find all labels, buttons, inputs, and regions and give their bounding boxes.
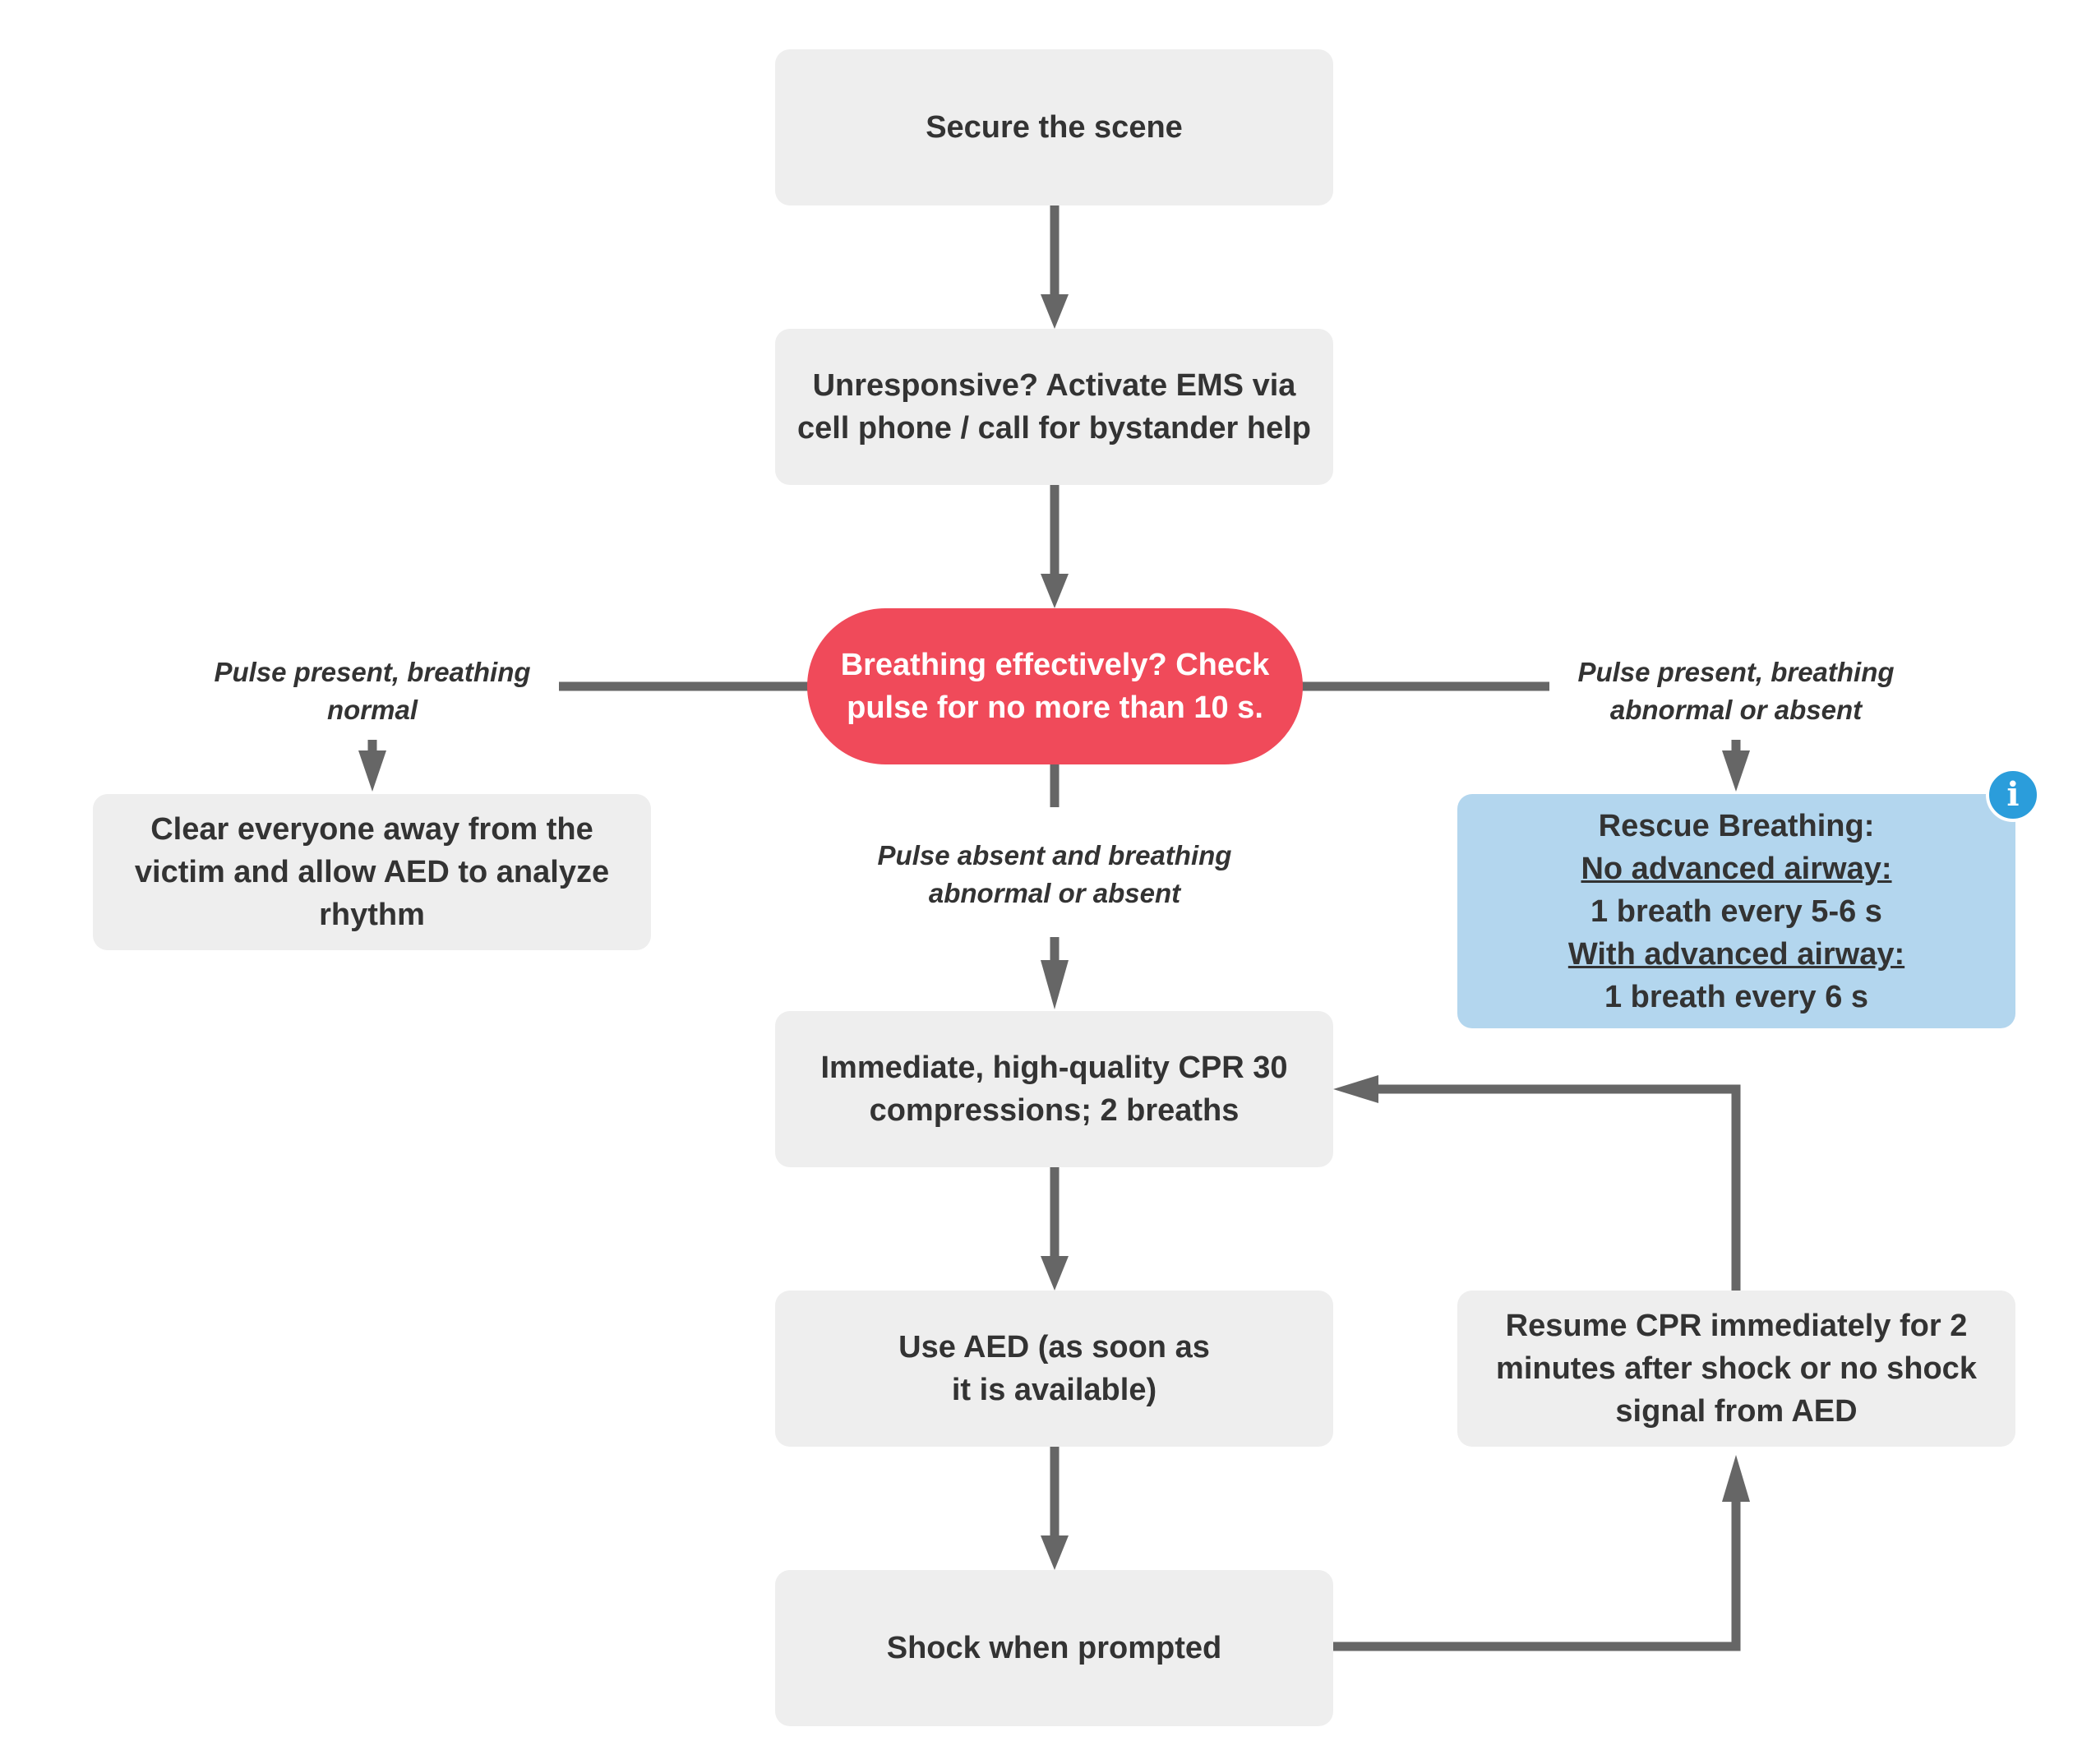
node-secure-scene-text: Secure the scene — [926, 110, 1183, 145]
node-resume-line-3: signal from AED — [1615, 1394, 1858, 1429]
node-unresponsive-line-2: cell phone / call for bystander help — [796, 411, 1312, 446]
node-cpr-line-2: compressions; 2 breaths — [869, 1093, 1240, 1128]
rescue-title: Rescue Breathing: — [1598, 808, 1875, 843]
edge-label-left-line-2: normal — [326, 695, 418, 725]
node-shock: Shock when prompted — [775, 1570, 1333, 1726]
arrowhead-cpr — [1041, 960, 1069, 1009]
edge-label-right-line-1: Pulse present, breathing — [1577, 657, 1895, 687]
node-use-aed: Use AED (as soon as it is available) — [775, 1291, 1333, 1447]
rescue-with-airway-rate: 1 breath every 6 s — [1604, 979, 1869, 1014]
node-secure-scene: Secure the scene — [775, 49, 1333, 205]
edge-label-left-line-1: Pulse present, breathing — [214, 657, 531, 687]
arrowhead-resume — [1722, 1455, 1750, 1502]
node-shock-text: Shock when prompted — [886, 1631, 1222, 1665]
node-resume-cpr: Resume CPR immediately for 2 minutes aft… — [1457, 1291, 2015, 1447]
edge-label-center: Pulse absent and breathing abnormal or a… — [838, 837, 1271, 912]
edge-label-left: Pulse present, breathing normal — [177, 653, 568, 729]
node-clear-victim: Clear everyone away from the victim and … — [93, 794, 651, 950]
node-aed-line-1: Use AED (as soon as — [898, 1330, 1210, 1365]
arrowhead-shock — [1041, 1535, 1069, 1570]
node-cpr-line-1: Immediate, high-quality CPR 30 — [820, 1051, 1288, 1085]
node-unresponsive: Unresponsive? Activate EMS via cell phon… — [775, 329, 1333, 485]
arrowhead-aed — [1041, 1256, 1069, 1291]
node-cpr: Immediate, high-quality CPR 30 compressi… — [775, 1011, 1333, 1167]
edge-shock-to-resume — [1333, 1500, 1741, 1651]
node-clear-line-2: victim and allow AED to analyze — [134, 855, 610, 889]
rescue-no-airway-rate: 1 breath every 5-6 s — [1590, 894, 1882, 929]
node-rescue-breathing: Rescue Breathing: No advanced airway: 1 … — [1457, 794, 2015, 1028]
edge-label-center-line-2: abnormal or absent — [928, 878, 1181, 908]
node-clear-line-1: Clear everyone away from the — [150, 812, 593, 847]
edge-resume-to-cpr — [1377, 1084, 1741, 1291]
arrowhead-rescue — [1722, 750, 1750, 792]
node-unresponsive-line-1: Unresponsive? Activate EMS via — [812, 368, 1296, 403]
decision-breathing-line-1: Breathing effectively? Check — [840, 648, 1270, 682]
node-clear-line-3: rhythm — [319, 898, 425, 932]
node-resume-line-2: minutes after shock or no shock — [1496, 1351, 1977, 1386]
edge-label-center-line-1: Pulse absent and breathing — [877, 840, 1232, 870]
node-resume-line-1: Resume CPR immediately for 2 — [1505, 1309, 1968, 1343]
rescue-no-airway-heading: No advanced airway: — [1581, 851, 1892, 886]
info-icon[interactable]: i — [1986, 768, 2040, 822]
decision-breathing-pulse: Breathing effectively? Check pulse for n… — [807, 608, 1303, 764]
node-aed-line-2: it is available) — [951, 1373, 1157, 1407]
arrowhead-breathing — [1041, 574, 1069, 608]
arrowhead-cpr-loop — [1333, 1075, 1378, 1103]
arrowhead-clear — [358, 750, 386, 792]
rescue-with-airway-heading: With advanced airway: — [1567, 936, 1905, 972]
edge-label-right-line-2: abnormal or absent — [1609, 695, 1863, 725]
edge-label-right: Pulse present, breathing abnormal or abs… — [1540, 653, 1932, 729]
arrowhead-unresponsive — [1041, 294, 1069, 329]
decision-breathing-line-2: pulse for no more than 10 s. — [847, 690, 1263, 725]
